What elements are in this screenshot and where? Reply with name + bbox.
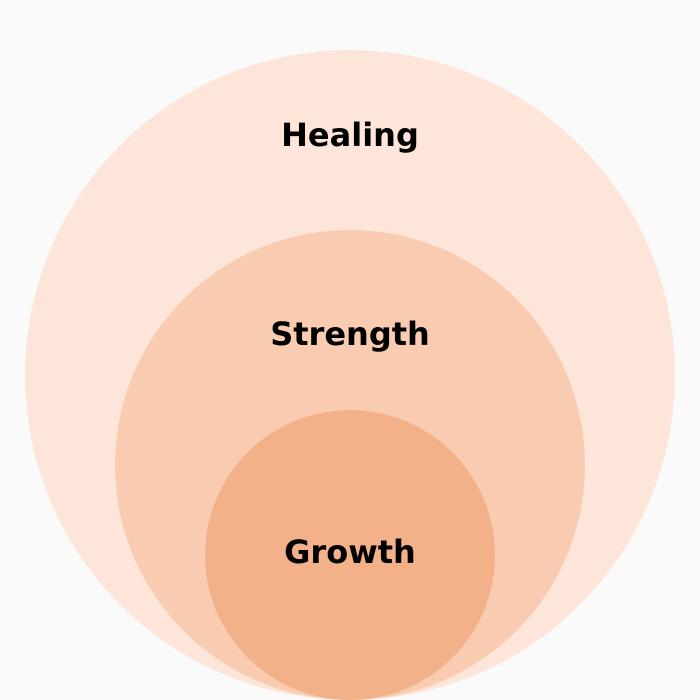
inner-circle-growth bbox=[205, 410, 495, 700]
label-growth: Growth bbox=[284, 533, 416, 571]
label-strength: Strength bbox=[270, 315, 430, 353]
label-healing: Healing bbox=[281, 116, 419, 154]
